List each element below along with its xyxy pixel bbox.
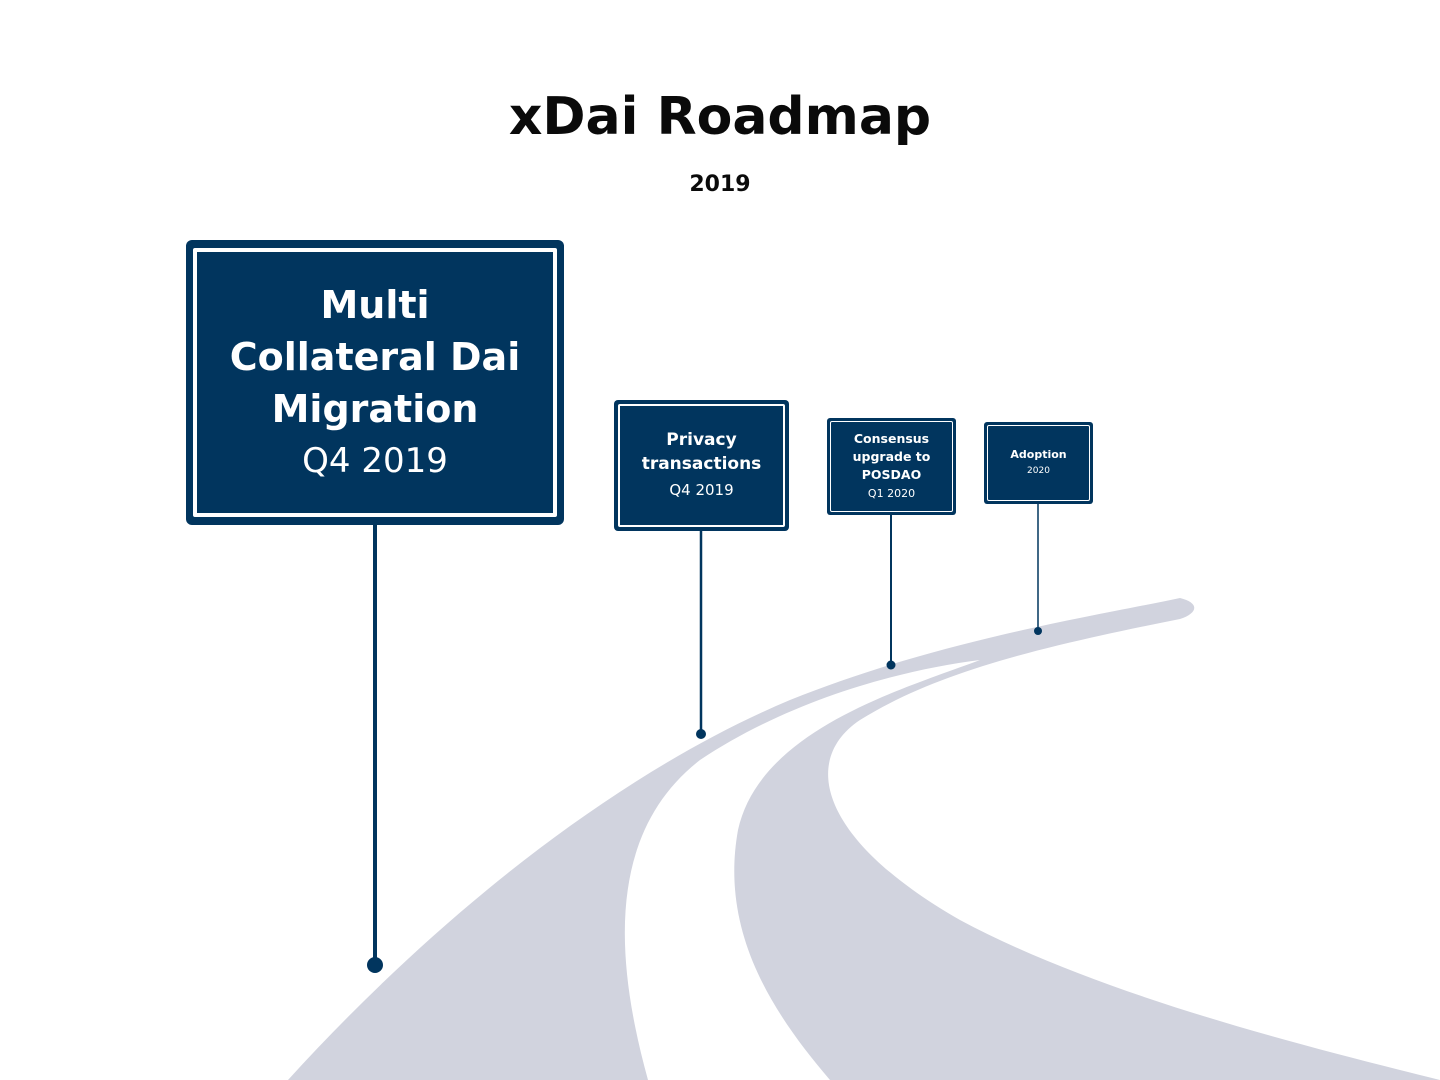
milestone-title: Consensus upgrade to POSDAO <box>852 430 931 482</box>
sign-border: Multi Collateral Dai Migration Q4 2019 <box>193 248 557 517</box>
page-subtitle: 2019 <box>689 172 751 197</box>
milestone-sign: Adoption 2020 <box>984 422 1093 504</box>
post-anchor-dot <box>696 729 706 739</box>
post-anchor-dot <box>886 660 896 670</box>
post-anchor-dot <box>1034 627 1042 635</box>
sign-border: Privacy transactions Q4 2019 <box>618 404 785 527</box>
sign-border: Adoption 2020 <box>987 425 1090 501</box>
post-anchor-dot <box>367 957 383 973</box>
road-shape <box>288 598 1440 1080</box>
milestone-title: Multi Collateral Dai Migration <box>229 282 521 431</box>
milestone-title: Privacy transactions <box>641 429 762 474</box>
road-center-gap <box>624 660 980 1080</box>
milestone-sign: Privacy transactions Q4 2019 <box>614 400 789 531</box>
milestone-title: Adoption <box>1010 448 1067 461</box>
sign-border: Consensus upgrade to POSDAO Q1 2020 <box>830 421 953 512</box>
milestone-date: Q1 2020 <box>867 486 916 500</box>
milestone-sign: Consensus upgrade to POSDAO Q1 2020 <box>827 418 956 515</box>
milestone-date: Q4 2019 <box>302 440 448 481</box>
milestone-sign: Multi Collateral Dai Migration Q4 2019 <box>186 240 564 525</box>
milestone-date: 2020 <box>1027 466 1050 476</box>
page-title: xDai Roadmap <box>508 87 932 147</box>
milestone-date: Q4 2019 <box>669 480 734 499</box>
